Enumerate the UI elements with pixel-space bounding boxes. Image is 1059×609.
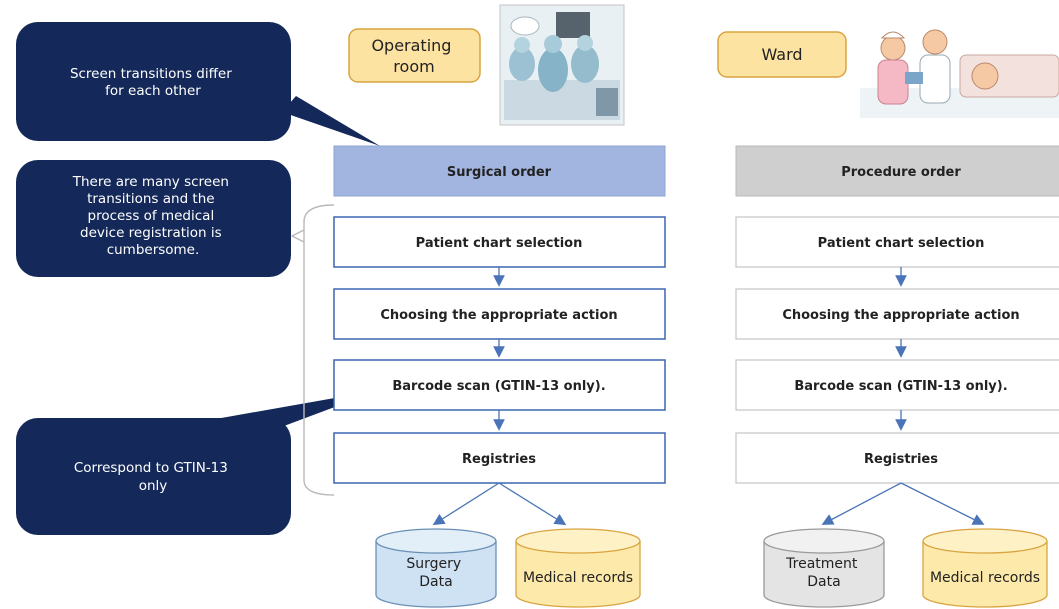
svg-text:Patient chart selection: Patient chart selection <box>818 236 985 251</box>
right-flow: Ward Procedure order Patient chart selec… <box>717 29 1059 608</box>
arrow-icon <box>498 482 567 526</box>
svg-text:Medical records: Medical records <box>523 570 633 586</box>
left-flow: Operating room Surgical order Patient ch… <box>333 4 666 608</box>
database-treatment-data: Treatment Data <box>763 528 885 608</box>
right-step-2: Choosing the appropriate action <box>735 288 1059 340</box>
database-medical-records-ward: Medical records <box>922 528 1048 608</box>
location-label-ward: Ward <box>717 31 847 78</box>
arrow-icon <box>432 482 500 526</box>
right-step-3: Barcode scan (GTIN-13 only). <box>735 359 1059 411</box>
svg-text:Operating room: Operating room <box>371 36 456 76</box>
callout-gtin13-only: Correspond to GTIN-13 only <box>16 390 380 535</box>
callout-screen-transitions: Screen transitions differ for each other <box>16 22 380 146</box>
callout-text: There are many screen transitions and th… <box>72 174 234 258</box>
steps-bracket <box>303 204 335 496</box>
right-step-1: Patient chart selection <box>735 216 1059 268</box>
operating-room-illustration <box>499 4 625 126</box>
ward-illustration <box>860 29 1059 118</box>
location-label-operating-room: Operating room <box>348 28 481 83</box>
arrow-icon <box>900 482 985 525</box>
svg-text:Treatment Data: Treatment Data <box>785 556 862 590</box>
callout-many-transitions: There are many screen transitions and th… <box>16 160 291 277</box>
surgical-order-label: Surgical order <box>447 165 552 180</box>
procedure-order-label: Procedure order <box>841 165 961 180</box>
svg-text:Medical records: Medical records <box>930 570 1040 586</box>
svg-text:Barcode scan (GTIN-13 only).: Barcode scan (GTIN-13 only). <box>392 379 605 394</box>
svg-text:Ward: Ward <box>761 45 802 64</box>
left-step-4: Registries <box>333 432 666 484</box>
svg-text:Registries: Registries <box>462 452 536 467</box>
database-medical-records: Medical records <box>515 528 641 608</box>
svg-text:Choosing the appropriate actio: Choosing the appropriate action <box>782 308 1019 323</box>
svg-text:Barcode scan (GTIN-13 only).: Barcode scan (GTIN-13 only). <box>794 379 1007 394</box>
surgical-order-header <box>333 145 666 197</box>
left-step-1: Patient chart selection <box>333 216 666 268</box>
svg-text:Surgery Data: Surgery Data <box>406 556 465 590</box>
arrow-icon <box>821 482 902 525</box>
right-step-4: Registries <box>735 432 1059 484</box>
left-step-3: Barcode scan (GTIN-13 only). <box>333 359 666 411</box>
left-step-2: Choosing the appropriate action <box>333 288 666 340</box>
svg-text:Registries: Registries <box>864 452 938 467</box>
callout-text: Screen transitions differ for each other <box>70 66 236 99</box>
database-surgery-data: Surgery Data <box>375 528 497 608</box>
svg-text:Patient chart selection: Patient chart selection <box>416 236 583 251</box>
callout-text: Correspond to GTIN-13 only <box>74 460 232 494</box>
svg-text:Choosing the appropriate actio: Choosing the appropriate action <box>380 308 617 323</box>
procedure-order-header <box>735 145 1059 197</box>
